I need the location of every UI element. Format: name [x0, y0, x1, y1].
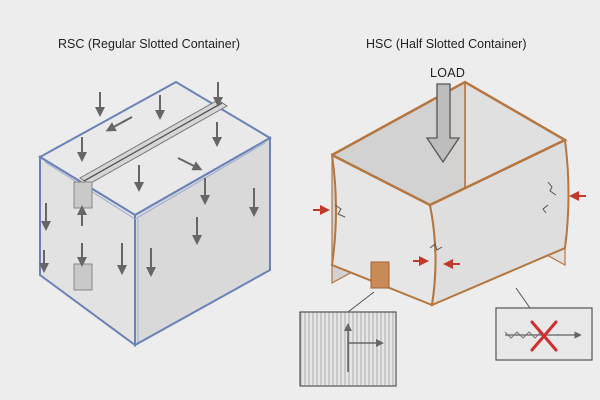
crack-icon	[542, 204, 549, 214]
hsc-box	[330, 80, 570, 307]
load-label: LOAD	[430, 66, 466, 80]
hsc-front-right-face	[428, 138, 570, 307]
rsc-joint-tab-bottom	[73, 263, 93, 291]
diagonal-arrow-icon	[177, 157, 203, 171]
hsc-stress-arrows	[313, 191, 586, 269]
rsc-title: RSC (Regular Slotted Container)	[58, 37, 241, 51]
rsc-box	[38, 80, 272, 347]
crack-icon	[429, 243, 443, 251]
diagonal-arrow-icon	[105, 116, 133, 132]
down-arrow-icon	[425, 83, 461, 164]
rsc-joint-tab-top	[73, 181, 93, 209]
rsc-right-face	[134, 136, 271, 347]
failure-cross-icon	[530, 320, 558, 352]
corrugation-detail-icon	[344, 323, 384, 372]
crack-icon	[547, 181, 557, 196]
hsc-load-arrow	[425, 83, 461, 164]
crack-icon	[334, 204, 346, 218]
failure-callout	[495, 287, 593, 361]
hsc-open-top-rim	[331, 80, 568, 207]
hsc-joint-tab	[370, 261, 390, 289]
hsc-title: HSC (Half Slotted Container)	[366, 37, 527, 51]
corrugation-detail-callout	[299, 291, 397, 387]
rsc-load-arrows	[39, 82, 259, 277]
